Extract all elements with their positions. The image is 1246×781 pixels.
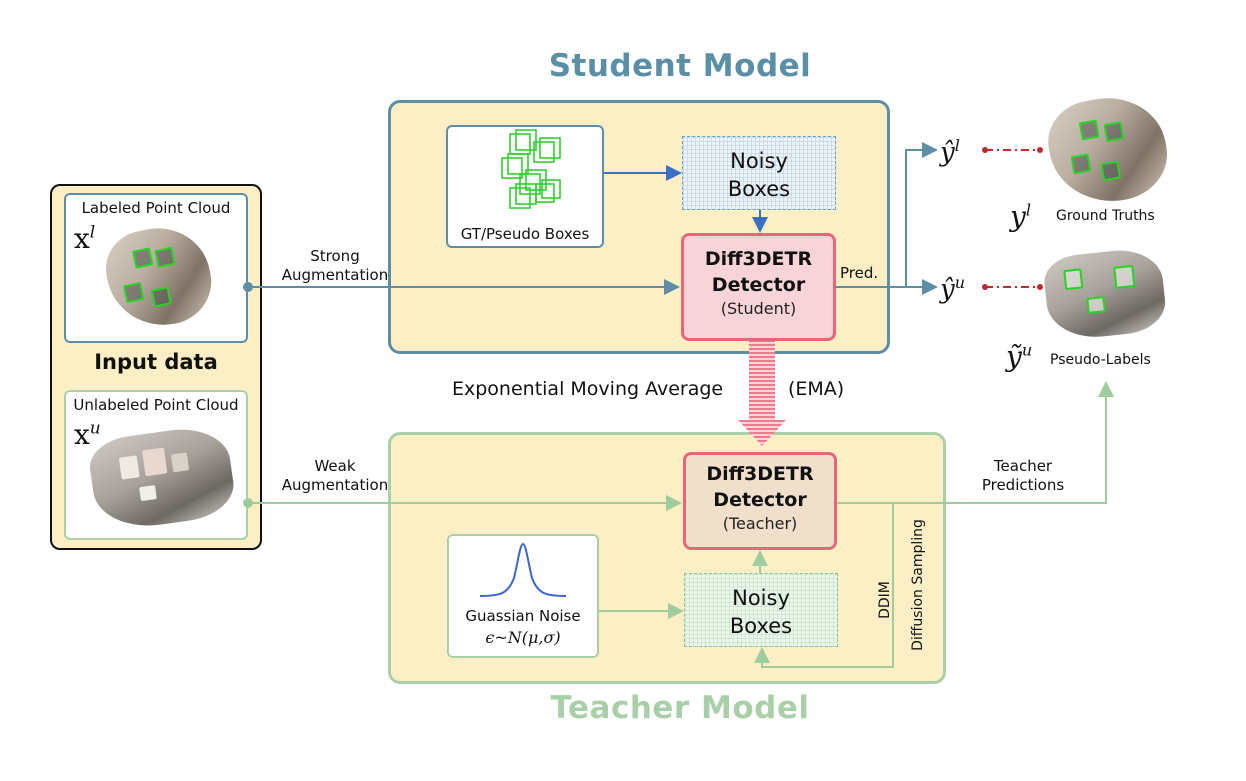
teacher-predictions-label-2: Predictions <box>981 476 1065 494</box>
student-noisy-label-1: Noisy <box>730 149 788 173</box>
weak-augmentation-arrow <box>243 495 682 511</box>
teacher-predictions-arrow <box>893 381 1114 504</box>
teacher-detector-name-2: Detector <box>713 489 807 511</box>
diffusion-sampling-label: Diffusion Sampling <box>910 519 926 651</box>
student-noisy-label-2: Boxes <box>727 177 791 201</box>
y-hat-l: ŷl <box>940 136 960 168</box>
labeled-symbol: xl <box>74 222 96 255</box>
student-model-title: Student Model <box>548 48 812 84</box>
gt-boxes-icon <box>501 129 561 209</box>
unlabeled-symbol: xu <box>74 418 101 451</box>
ground-truths-label: Ground Truths <box>1056 208 1155 224</box>
y-tilde-u: ỹu <box>1006 340 1033 373</box>
gaussian-noise-formula: ϵ~N(μ,σ) <box>485 628 561 647</box>
pseudo-labels-label: Pseudo-Labels <box>1050 352 1151 368</box>
labeled-point-cloud-caption: Labeled Point Cloud <box>81 199 231 217</box>
teacher-predictions-label-1: Teacher <box>993 457 1053 475</box>
teacher-detector-name-1: Diff3DETR <box>706 463 814 485</box>
weak-label-2: Augmentation <box>281 476 389 494</box>
teacher-model-title: Teacher Model <box>550 690 810 726</box>
y-hat-u: ŷu <box>940 273 966 305</box>
student-noisy-boxes: Noisy Boxes <box>682 136 836 210</box>
teacher-noisy-boxes: Noisy Boxes <box>684 573 838 647</box>
strong-label-1: Strong <box>310 247 360 265</box>
ema-arrow <box>738 341 786 446</box>
student-detector-role: (Student) <box>720 299 797 318</box>
gaussian-curve-icon <box>479 542 567 597</box>
pred-label: Pred. <box>840 264 879 282</box>
student-detector-name-2: Detector <box>711 274 806 296</box>
unlabeled-point-cloud-caption: Unlabeled Point Cloud <box>73 396 239 414</box>
teacher-detector-role: (Teacher) <box>722 514 798 533</box>
teacher-noisy-label-1: Noisy <box>732 586 790 610</box>
ema-label-left: Exponential Moving Average <box>452 378 724 400</box>
prediction-arrows <box>836 142 938 295</box>
strong-augmentation-arrow <box>243 279 680 295</box>
student-detector: Diff3DETR Detector (Student) <box>681 233 836 341</box>
gaussian-noise-caption: Guassian Noise <box>465 607 581 625</box>
gt-pseudo-boxes-box <box>446 125 604 248</box>
input-data-heading: Input data <box>94 350 218 374</box>
teacher-detector: Diff3DETR Detector (Teacher) <box>683 452 837 550</box>
match-lines <box>982 147 1043 290</box>
ddim-label: DDIM <box>877 581 893 619</box>
student-detector-name-1: Diff3DETR <box>704 248 813 270</box>
strong-label-2: Augmentation <box>281 266 389 284</box>
diffusion-sampling-loop <box>754 502 894 668</box>
y-l: yl <box>1010 200 1031 233</box>
weak-label-1: Weak <box>314 457 356 475</box>
gaussian-noise-box <box>447 534 599 658</box>
ema-label-right: (EMA) <box>788 378 845 400</box>
gt-pseudo-boxes-caption: GT/Pseudo Boxes <box>460 225 590 243</box>
teacher-noisy-label-2: Boxes <box>729 614 793 638</box>
